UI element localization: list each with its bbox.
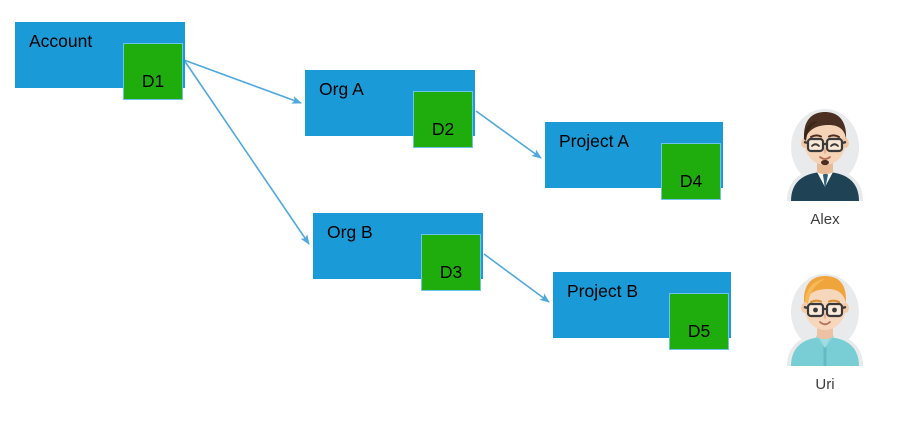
person-alex-name: Alex: [810, 211, 840, 228]
node-project-b[interactable]: Project B D5: [553, 272, 731, 350]
avatar-alex: [773, 97, 877, 201]
node-org-b-badge[interactable]: D3: [421, 234, 481, 291]
node-account-label: Account: [29, 31, 93, 51]
node-account[interactable]: Account D1: [15, 22, 185, 100]
node-org-a-label: Org A: [319, 79, 364, 99]
arrow-org-b-to-project-b: [483, 253, 550, 303]
person-uri[interactable]: Uri: [773, 262, 877, 394]
arrow-account-to-org-b: [183, 59, 310, 245]
person-alex[interactable]: Alex: [773, 97, 877, 229]
node-project-b-badge-label: D5: [687, 321, 711, 341]
node-org-a[interactable]: Org A D2: [305, 70, 475, 148]
node-project-a-label: Project A: [559, 131, 630, 151]
node-org-a-badge[interactable]: D2: [413, 91, 473, 148]
node-org-b-label: Org B: [327, 222, 373, 242]
node-org-a-badge-label: D2: [431, 119, 455, 139]
node-org-b[interactable]: Org B D3: [313, 213, 483, 291]
node-account-badge-label: D1: [141, 71, 165, 91]
node-project-a-badge-label: D4: [679, 171, 703, 191]
arrow-account-to-org-a: [183, 59, 302, 104]
person-icon-alex: [787, 109, 863, 201]
person-uri-name: Uri: [815, 376, 835, 393]
node-org-b-badge-label: D3: [439, 262, 463, 282]
arrow-org-a-to-project-a: [475, 110, 542, 159]
node-project-a-badge[interactable]: D4: [661, 143, 721, 200]
person-icon-uri: [787, 274, 863, 366]
avatar-uri: [773, 262, 877, 366]
node-project-b-label: Project B: [567, 281, 638, 301]
node-account-badge[interactable]: D1: [123, 43, 183, 100]
node-project-a[interactable]: Project A D4: [545, 122, 723, 200]
node-project-b-badge[interactable]: D5: [669, 293, 729, 350]
